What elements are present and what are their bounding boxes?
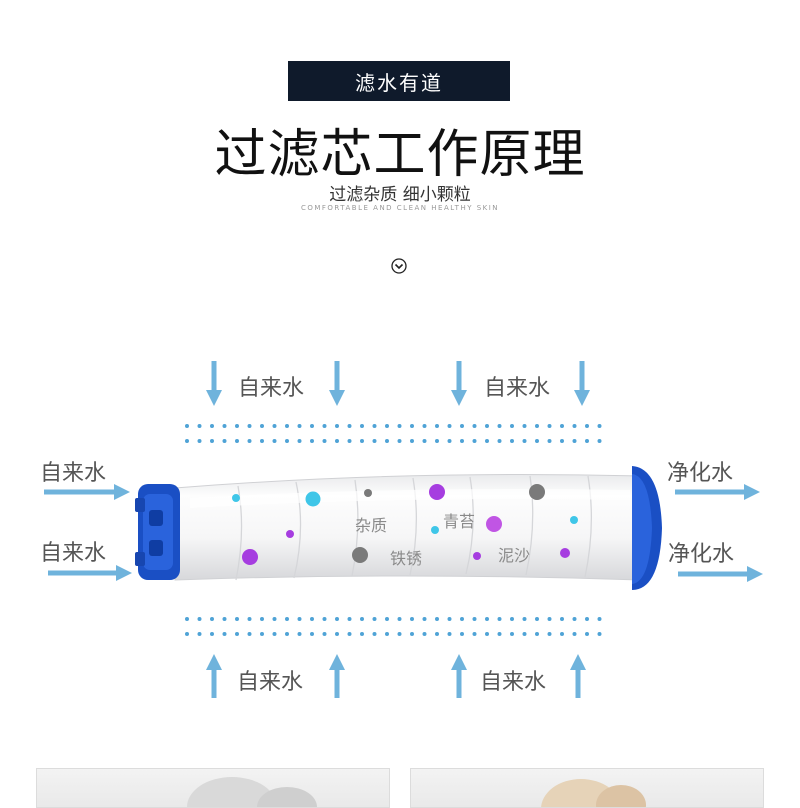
particle [473,552,481,560]
particle [352,547,368,563]
outflow-arrows-right [675,483,764,583]
product-photo-right [410,768,764,808]
filter-cartridge [135,466,662,590]
particle [560,548,570,558]
particle [429,484,445,500]
impurity-label-sundries: 杂质 [355,516,388,535]
inflow-arrows-bottom [205,653,587,698]
product-photo-left [36,768,390,808]
page-title: 过滤芯工作原理 [214,125,586,185]
particle [286,530,294,538]
inflow-arrows-left [44,483,133,582]
label-tap-water-top-right: 自来水 [484,376,551,401]
particle [232,494,240,502]
label-tap-water-left-upper: 自来水 [40,461,107,486]
label-tap-water-bottom-left: 自来水 [237,670,304,695]
label-tap-water-bottom-right: 自来水 [480,670,547,695]
particle [431,526,439,534]
impurity-particles [232,484,578,565]
impurity-label-rust: 铁锈 [390,549,423,568]
particle [486,516,502,532]
particle [305,491,321,507]
label-tap-water-top-left: 自来水 [238,376,305,401]
label-purified-water-upper: 净化水 [667,461,734,486]
title-banner: 滤水有道 [288,61,510,101]
particle [364,489,372,497]
label-tap-water-left-lower: 自来水 [40,541,107,566]
water-dots-bottom [185,617,602,636]
particle [529,484,545,500]
banner-text: 滤水有道 [355,70,443,95]
subtitle-english: COMFORTABLE AND CLEAN HEALTHY SKIN [300,204,500,212]
label-purified-water-lower: 净化水 [668,542,735,567]
inflow-arrows-top [205,361,591,407]
impurity-label-silt: 泥沙 [498,546,531,565]
particle [570,516,578,524]
subtitle: 过滤杂质 细小颗粒 [329,185,471,205]
particle [242,549,258,565]
chevron-down-circle-icon[interactable] [391,258,407,274]
water-dots-top [185,424,602,443]
impurity-label-moss: 青苔 [443,512,476,531]
